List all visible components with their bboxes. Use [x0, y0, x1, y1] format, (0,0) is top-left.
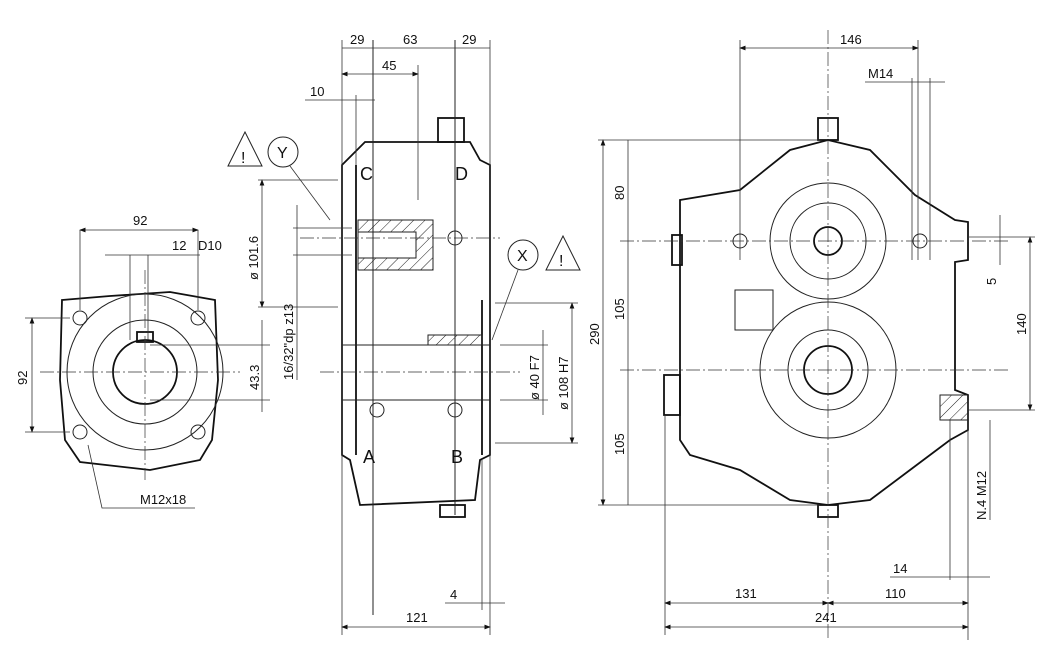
- port-d-label: D: [455, 164, 468, 184]
- dim-dia-40: ø 40 F7: [527, 355, 542, 400]
- dim-keyway: 12: [172, 238, 186, 253]
- dim-45: 45: [382, 58, 396, 73]
- dim-43-3: 43.3: [247, 365, 262, 390]
- dim-29-right: 29: [462, 32, 476, 47]
- svg-text:!: !: [559, 253, 563, 270]
- callout-y-label: Y: [277, 145, 288, 162]
- warning-icon: [227, 130, 263, 167]
- dim-105-upper: 105: [612, 298, 627, 320]
- callout-x: X !: [491, 234, 581, 341]
- port-b-label: B: [451, 447, 463, 467]
- warning-icon: [545, 234, 581, 271]
- dim-121: 121: [406, 610, 428, 625]
- svg-text:!: !: [241, 150, 245, 167]
- dim-5: 5: [984, 278, 999, 285]
- dim-dia-108: ø 108 H7: [556, 357, 571, 410]
- dim-110: 110: [885, 586, 906, 601]
- dim-146: 146: [840, 32, 862, 47]
- dim-63: 63: [403, 32, 417, 47]
- callout-y: ! Y: [227, 130, 331, 221]
- thread-m12x18: M12x18: [140, 492, 186, 507]
- dim-105-lower: 105: [612, 433, 627, 455]
- dim-140: 140: [1014, 313, 1029, 335]
- dim-92-width: 92: [133, 213, 147, 228]
- dim-dia-101-6: ø 101.6: [246, 236, 261, 280]
- dim-131: 131: [735, 586, 757, 601]
- dim-241: 241: [815, 610, 837, 625]
- callout-x-label: X: [517, 248, 528, 265]
- dim-290: 290: [587, 323, 602, 345]
- dim-10: 10: [310, 84, 324, 99]
- dim-92-height: 92: [15, 371, 30, 385]
- port-c-label: C: [360, 164, 373, 184]
- port-a-label: A: [363, 447, 375, 467]
- dim-keyway-tolerance: D10: [198, 238, 222, 253]
- thread-m14: M14: [868, 66, 893, 81]
- dim-29-left: 29: [350, 32, 364, 47]
- spline-spec: 16/32"dp z13: [281, 304, 296, 380]
- left-flange-view: 92 12 D10 92 43.3 M12x18: [15, 213, 270, 509]
- thread-n4-m12: N.4 M12: [974, 471, 989, 520]
- right-front-view: 146 M14 290 80 105 105 5 140 N.4 M12 14 …: [587, 30, 1035, 640]
- dim-80: 80: [612, 186, 627, 200]
- dim-14: 14: [893, 561, 907, 576]
- dim-4: 4: [450, 587, 457, 602]
- bolt-holes: [72, 310, 206, 440]
- middle-side-view: 29 63 29 45 10 ø 101.6 16/32"dp z13 ø 40…: [227, 32, 581, 635]
